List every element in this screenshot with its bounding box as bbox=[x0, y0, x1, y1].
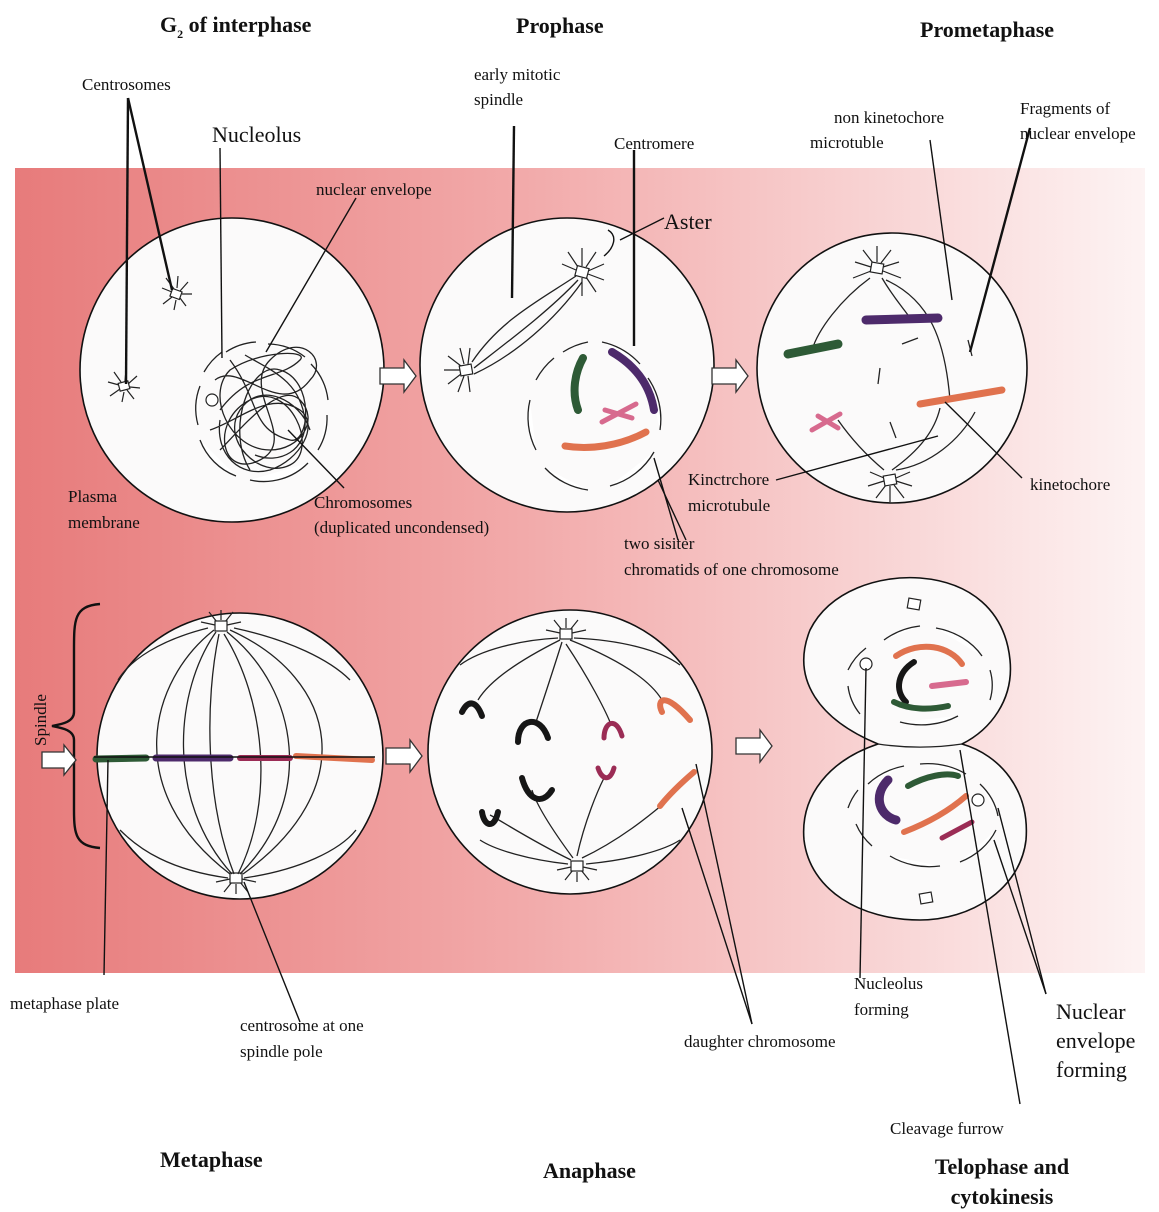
chromosome-purple bbox=[866, 318, 938, 320]
label-centrosomes: Centrosomes bbox=[82, 75, 171, 94]
label-early-spindle-1: early mitotic bbox=[474, 65, 561, 84]
label-metaphase-plate: metaphase plate bbox=[10, 994, 119, 1013]
chromosome-pink bbox=[932, 682, 966, 686]
label-cleavage-furrow: Cleavage furrow bbox=[890, 1119, 1004, 1138]
heading-g2-interphase: G2 of interphase bbox=[160, 12, 312, 41]
centrosome-icon bbox=[907, 598, 921, 610]
label-nuclear-envelope: nuclear envelope bbox=[316, 180, 432, 199]
heading-prophase: Prophase bbox=[516, 13, 604, 38]
label-spindle: Spindle bbox=[31, 694, 50, 746]
label-centrosome-pole-1: centrosome at one bbox=[240, 1016, 364, 1035]
label-sister-chromatids-1: two sisiter bbox=[624, 534, 695, 553]
label-nucleolus-forming-2: forming bbox=[854, 1000, 909, 1019]
label-plasma-membrane-2: membrane bbox=[68, 513, 140, 532]
label-plasma-membrane-1: Plasma bbox=[68, 487, 118, 506]
plasma-membrane-prometaphase bbox=[757, 233, 1027, 503]
cell-prophase bbox=[420, 218, 714, 512]
label-nucleolus-forming-1: Nucleolus bbox=[854, 974, 923, 993]
label-fragments-2: nuclear envelope bbox=[1020, 124, 1136, 143]
chromosome-green bbox=[96, 758, 146, 759]
centrosome-icon bbox=[919, 892, 933, 904]
label-non-kinetochore-2: microtuble bbox=[810, 133, 884, 152]
label-kinetochore-mt-2: microtubule bbox=[688, 496, 770, 515]
heading-metaphase: Metaphase bbox=[160, 1147, 263, 1172]
heading-telophase-1: Telophase and bbox=[935, 1154, 1069, 1179]
label-daughter-chromosome: daughter chromosome bbox=[684, 1032, 836, 1051]
plasma-membrane-anaphase bbox=[428, 610, 712, 894]
label-non-kinetochore-1: non kinetochore bbox=[834, 108, 944, 127]
label-aster: Aster bbox=[664, 209, 712, 234]
cell-anaphase bbox=[428, 610, 712, 894]
label-centrosome-pole-2: spindle pole bbox=[240, 1042, 323, 1061]
label-kinetochore-mt-1: Kinctrchore bbox=[688, 470, 769, 489]
nucleolus-icon bbox=[972, 794, 984, 806]
label-ne-forming-2: envelope bbox=[1056, 1028, 1135, 1053]
label-nucleolus: Nucleolus bbox=[212, 122, 301, 147]
label-centromere: Centromere bbox=[614, 134, 694, 153]
label-ne-forming-1: Nuclear bbox=[1056, 999, 1126, 1024]
heading-telophase-2: cytokinesis bbox=[951, 1184, 1054, 1209]
label-fragments-1: Fragments of bbox=[1020, 99, 1111, 118]
label-chromosomes-2: (duplicated uncondensed) bbox=[314, 518, 489, 537]
label-sister-chromatids-2: chromatids of one chromosome bbox=[624, 560, 839, 579]
label-kinetochore: kinetochore bbox=[1030, 475, 1110, 494]
heading-prometaphase: Prometaphase bbox=[920, 17, 1054, 42]
label-ne-forming-3: forming bbox=[1056, 1057, 1127, 1082]
heading-anaphase: Anaphase bbox=[543, 1158, 636, 1183]
label-early-spindle-2: spindle bbox=[474, 90, 523, 109]
cell-prometaphase bbox=[757, 233, 1027, 503]
nucleolus-icon bbox=[206, 394, 218, 406]
label-chromosomes-1: Chromosomes bbox=[314, 493, 412, 512]
